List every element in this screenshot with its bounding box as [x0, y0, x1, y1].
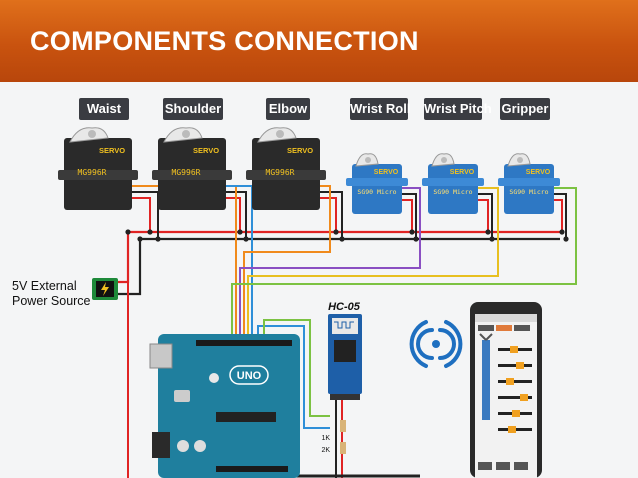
- servo-wrist-pitch: SERVO SG90 Micro: [422, 153, 484, 214]
- resistor-2k-label: 2K: [321, 447, 330, 454]
- gripper-signal-wire: [231, 187, 577, 344]
- page-title: COMPONENTS CONNECTION: [30, 26, 419, 56]
- label-wrist-pitch: Wrist Pitch: [424, 98, 492, 120]
- servo-wrist-roll: SERVO SG90 Micro: [346, 153, 408, 214]
- arduino-board: UNO: [149, 334, 300, 478]
- resistor-2k: 2K: [321, 442, 346, 454]
- power-source-line1: 5V External: [12, 279, 77, 293]
- wireless-signal-icon: [409, 320, 463, 368]
- servo-shoulder: SERVO MG996R: [152, 127, 232, 210]
- servo-motor-icon: [352, 164, 402, 214]
- gripper-ground-wire: [554, 193, 567, 239]
- servo-brand-text: SERVO: [193, 146, 219, 155]
- bluetooth-label: HC-05: [328, 301, 361, 313]
- elbow-power-wire: [320, 197, 337, 232]
- lightning-icon: [101, 282, 109, 296]
- gripper-power-wire: [554, 199, 563, 232]
- power-connector: [92, 278, 118, 300]
- label-wrist-roll: Wrist Roll: [350, 98, 410, 120]
- power-source-label: 5V External Power Source: [12, 279, 91, 309]
- servo-model-text: MG996R: [78, 168, 107, 177]
- servo-brand-text: SERVO: [287, 146, 313, 155]
- servo-motor-icon: [504, 164, 554, 214]
- servo-brand-text: SERVO: [374, 169, 399, 176]
- servo-brand-text: SERVO: [526, 169, 551, 176]
- header-bar: COMPONENTS CONNECTION: [0, 0, 638, 82]
- bt-rx-wire: [263, 319, 330, 417]
- servo-elbow: SERVO MG996R: [246, 127, 326, 210]
- servo-brand-text: SERVO: [450, 169, 475, 176]
- elbow-signal-wire: [243, 185, 331, 344]
- wristroll-ground-wire: [402, 193, 417, 239]
- servo-model-text: SG90 Micro: [433, 188, 472, 196]
- ground-lead-wire: [118, 239, 142, 296]
- servo-model-text: SG90 Micro: [357, 188, 396, 196]
- arduino-board-text: UNO: [237, 370, 262, 382]
- shoulder-ground-wire: [226, 191, 247, 239]
- power-source-line2: Power Source: [12, 294, 91, 308]
- wristpitch-ground-wire: [478, 193, 493, 239]
- resistor-1k-label: 1K: [321, 435, 330, 442]
- diagram-svg: SERVO MG996R SERVO MG996R SERVO MG996R: [58, 127, 577, 478]
- resistor-1k: 1K: [321, 420, 346, 442]
- servo-brand-text: SERVO: [99, 146, 125, 155]
- bluetooth-module: [328, 314, 362, 400]
- servo-model-text: SG90 Micro: [509, 188, 548, 196]
- power-lead-wire: [118, 232, 130, 284]
- label-waist: Waist: [79, 98, 129, 120]
- label-elbow: Elbow: [266, 98, 310, 120]
- waist-power-wire: [132, 197, 151, 232]
- wiring-diagram: Waist Shoulder Elbow Wrist Roll Wrist Pi…: [0, 82, 638, 478]
- elbow-ground-wire: [320, 191, 343, 239]
- junction-dots: [125, 229, 569, 242]
- servo-motor-icon: [428, 164, 478, 214]
- label-shoulder: Shoulder: [163, 98, 223, 120]
- wristroll-power-wire: [402, 199, 413, 232]
- servo-model-text: MG996R: [172, 168, 201, 177]
- servo-waist: SERVO MG996R: [58, 127, 138, 210]
- wristpitch-power-wire: [478, 199, 489, 232]
- wristroll-signal-wire: [239, 187, 421, 344]
- shoulder-power-wire: [226, 197, 241, 232]
- smartphone-icon: [470, 302, 542, 478]
- servo-gripper: SERVO SG90 Micro: [498, 153, 560, 214]
- label-gripper: Gripper: [500, 98, 550, 120]
- servo-model-text: MG996R: [266, 168, 295, 177]
- wristpitch-signal-wire: [247, 187, 499, 344]
- bt-tx-wire: [257, 325, 330, 429]
